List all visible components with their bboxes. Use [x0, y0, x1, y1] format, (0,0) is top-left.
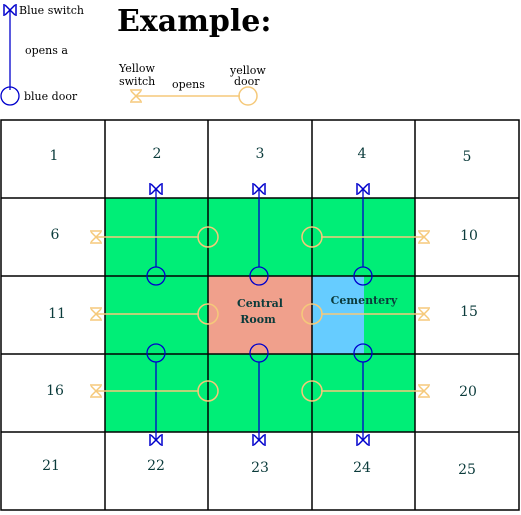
cell-number: 16: [46, 383, 64, 399]
cell-number: 2: [153, 146, 162, 162]
central-room-label-2: Room: [240, 313, 276, 326]
blue-switch-icon: [149, 434, 163, 446]
yellow-switch-icon: [90, 230, 102, 244]
yellow-door-icon: [301, 303, 323, 325]
central-room: [208, 276, 312, 354]
blue-switch-icon: [252, 434, 266, 446]
yellow-switch-icon: [418, 307, 430, 321]
room-grid: [0, 119, 520, 511]
legend-blue-opens-label: opens a: [25, 44, 68, 57]
cell-number: 10: [460, 228, 478, 244]
legend-blue-door-label: blue door: [24, 90, 78, 103]
cell-number: 3: [256, 146, 265, 162]
legend-yellow: Yellow switch opens yellow door: [118, 62, 266, 106]
cell-number: 24: [353, 460, 371, 476]
cell-number: 5: [463, 149, 472, 165]
blue-door-icon: [249, 343, 269, 363]
cell-number: 1: [50, 148, 59, 164]
cell-number: 11: [48, 306, 66, 322]
cell-number: 25: [458, 462, 476, 478]
blue-switch-icon: [149, 183, 163, 195]
yellow-switch-icon: [418, 230, 430, 244]
legend-yellow-switch-icon: [130, 89, 142, 103]
legend-blue-switch-label: Blue switch: [19, 4, 84, 17]
yellow-door-icon: [197, 380, 219, 402]
blue-switch-icon: [356, 183, 370, 195]
cementery-room: [312, 276, 364, 354]
yellow-door-icon: [197, 303, 219, 325]
yellow-switch-icon: [90, 384, 102, 398]
blue-door-icon: [353, 266, 373, 286]
cell-number: 20: [459, 384, 477, 400]
cell-number: 6: [51, 227, 60, 243]
yellow-door-icon: [197, 226, 219, 248]
blue-switch-icon: [356, 434, 370, 446]
cell-number: 21: [42, 458, 60, 474]
blue-doors: [146, 266, 373, 363]
page-title: Example:: [117, 4, 271, 39]
blue-switch-icon: [252, 183, 266, 195]
legend-yellow-door-label-2: door: [234, 75, 260, 88]
legend-yellow-door-icon: [238, 86, 258, 106]
yellow-door-icon: [301, 380, 323, 402]
yellow-switch-icon: [418, 384, 430, 398]
central-room-label-1: Central: [237, 297, 283, 310]
cell-numbers: 1 2 3 4 5 6 10 11 15 16 20 21 22 23 24 2…: [42, 146, 478, 478]
yellow-switches: [90, 230, 430, 398]
blue-door-icon: [146, 343, 166, 363]
legend-blue: Blue switch opens a blue door: [0, 4, 84, 106]
cell-number: 22: [147, 458, 165, 474]
yellow-doors: [197, 226, 323, 402]
blue-door-icon: [353, 343, 373, 363]
cementery-room-label: Cementery: [331, 294, 398, 307]
yellow-wires: [96, 236, 424, 392]
cell-number: 15: [460, 304, 478, 320]
blue-switches: [149, 183, 370, 446]
legend-yellow-switch-label-1: Yellow: [118, 62, 155, 75]
cell-number: 4: [358, 146, 367, 162]
cell-number: 23: [251, 460, 269, 476]
yellow-door-icon: [301, 226, 323, 248]
legend-blue-switch-icon: [3, 4, 17, 16]
legend-blue-door-icon: [0, 86, 20, 106]
legend-yellow-door-label-1: yellow: [229, 64, 266, 77]
blue-door-icon: [249, 266, 269, 286]
blue-wires: [155, 189, 364, 440]
legend-yellow-switch-label-2: switch: [119, 75, 155, 88]
yellow-switch-icon: [90, 307, 102, 321]
blue-door-icon: [146, 266, 166, 286]
legend-yellow-opens-label: opens: [172, 78, 205, 91]
